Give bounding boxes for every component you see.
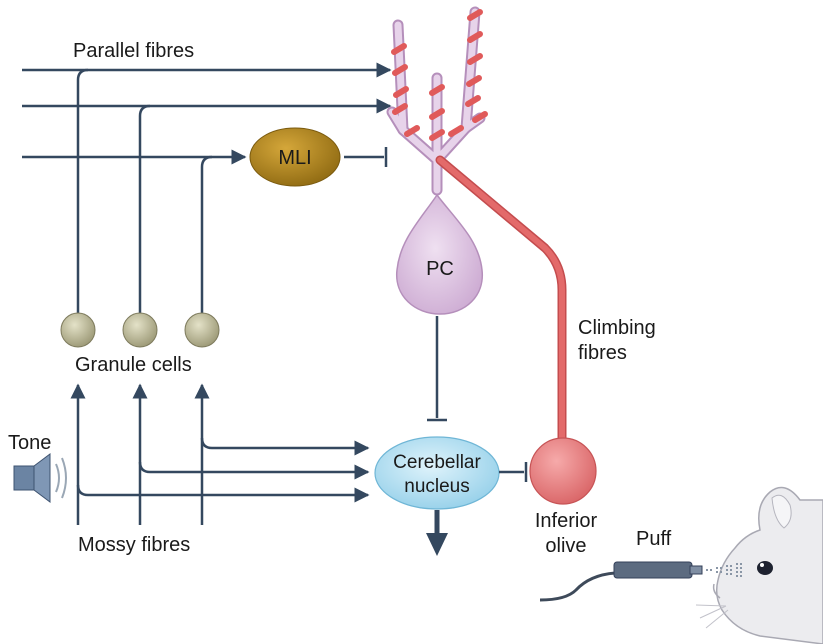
mli-inhibitory-synapse — [344, 147, 388, 167]
nucleus-olive-inhibition — [499, 462, 528, 482]
mouse-illustration — [695, 486, 823, 644]
parallel-fibres-label: Parallel fibres — [73, 40, 194, 62]
mli-cell: MLI — [249, 127, 341, 187]
purkinje-cell: PC — [396, 193, 483, 315]
climbing-fibres-label-line2: fibres — [578, 342, 627, 364]
mossy-fibres — [70, 383, 370, 525]
granule-cells-label: Granule cells — [75, 354, 192, 376]
inferior-olive-label-line1: Inferior — [535, 510, 598, 532]
puff-label: Puff — [636, 528, 672, 550]
purkinje-dendrites — [386, 6, 486, 196]
granule-cell — [60, 312, 96, 348]
pc-label: PC — [426, 258, 454, 280]
granule-cells — [60, 312, 220, 348]
nucleus-output-arrow — [426, 510, 448, 556]
dendritic-spines — [391, 9, 488, 141]
air-puff-tube — [539, 561, 742, 602]
climbing-fibre — [435, 155, 567, 450]
granule-cell — [184, 312, 220, 348]
climbing-fibres-label-line1: Climbing — [578, 317, 656, 339]
inferior-olive-label-line2: olive — [545, 535, 586, 557]
parallel-fibres — [22, 62, 392, 315]
pc-inhibitory-axon — [427, 316, 447, 422]
mossy-fibres-label: Mossy fibres — [78, 534, 190, 556]
granule-cell — [122, 312, 158, 348]
cerebellar-nucleus-label-line1: Cerebellar — [393, 452, 481, 473]
mli-label: MLI — [278, 147, 311, 169]
cerebellar-nucleus: Cerebellar nucleus — [374, 436, 500, 510]
inferior-olive — [529, 437, 597, 505]
cerebellar-nucleus-label-line2: nucleus — [404, 476, 470, 497]
tone-label: Tone — [8, 432, 51, 454]
speaker-icon — [13, 453, 67, 503]
